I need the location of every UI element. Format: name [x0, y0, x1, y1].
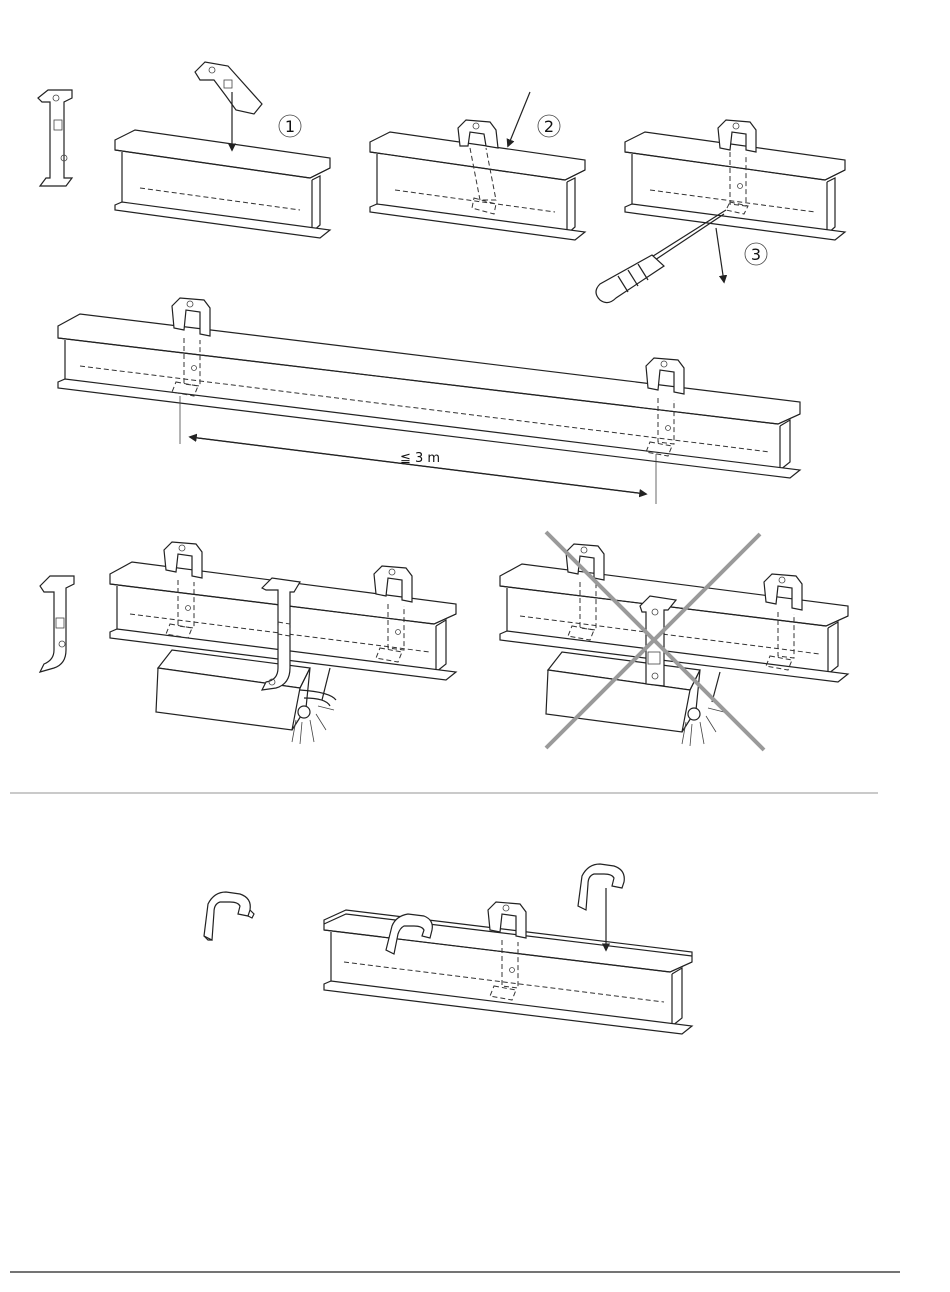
bracket-insert-1	[195, 62, 262, 114]
svg-text:2: 2	[544, 117, 554, 136]
step-1-label: 1	[279, 115, 301, 137]
screwdriver-icon	[596, 210, 726, 303]
beam-with-rail	[324, 910, 692, 1034]
dimension-label: ≦ 3 m	[400, 451, 440, 466]
cable-housing-correct	[156, 650, 336, 744]
beam-step-3	[625, 132, 845, 240]
long-bracket-part-icon	[40, 576, 74, 672]
cable-clip-insert	[578, 864, 624, 910]
beam-step-1	[115, 130, 330, 238]
rotate-arrow	[508, 92, 530, 146]
bracket-part-icon	[38, 90, 72, 186]
step-3-label: 3	[745, 243, 767, 265]
svg-text:1: 1	[285, 117, 295, 136]
lever-arrow	[716, 228, 724, 282]
cable-housing-incorrect	[546, 652, 724, 746]
cable-clip-part-icon	[204, 892, 254, 940]
svg-text:3: 3	[751, 245, 761, 264]
step-2-label: 2	[538, 115, 560, 137]
beam-step-2	[370, 132, 585, 240]
